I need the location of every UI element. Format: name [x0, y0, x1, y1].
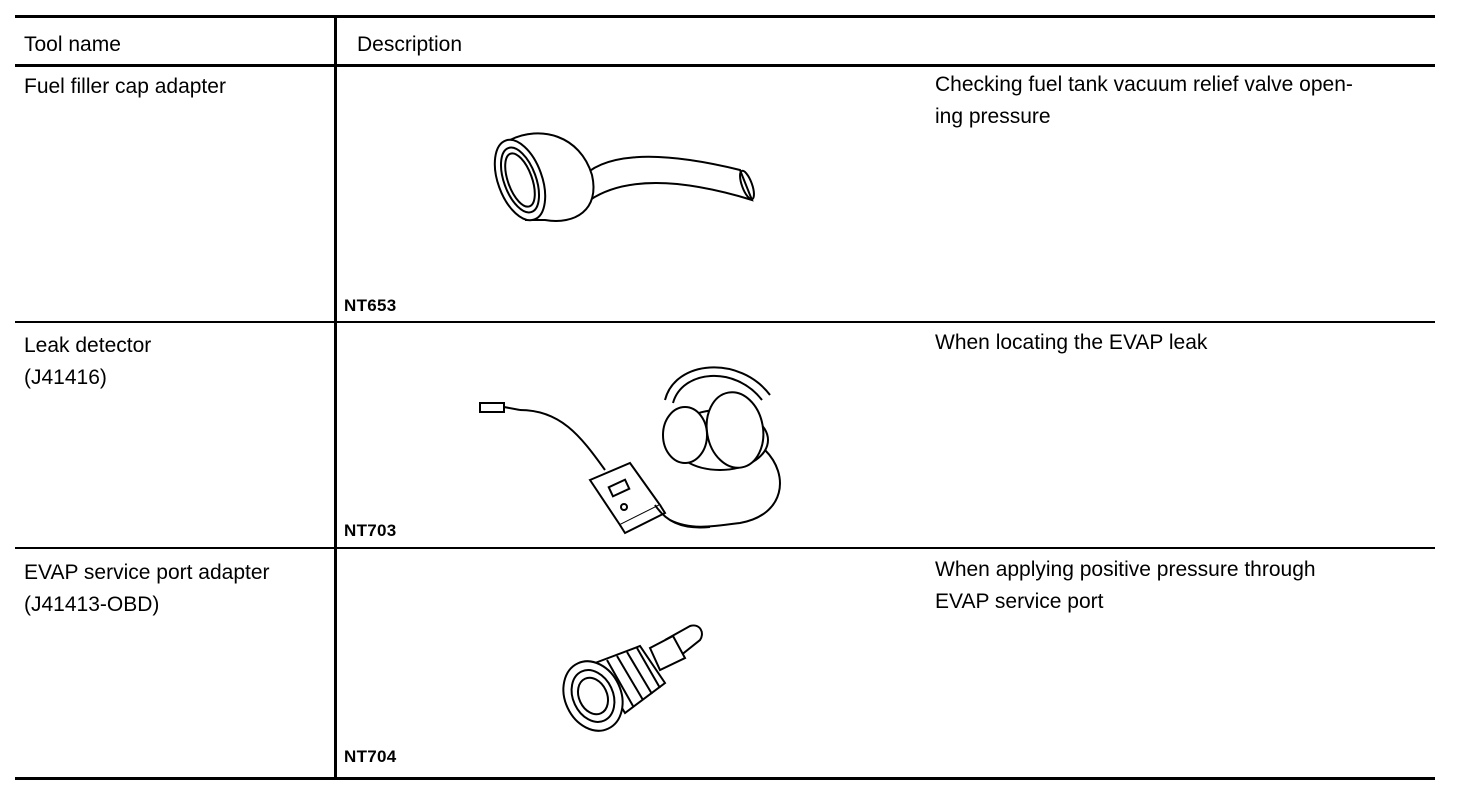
table-top-rule	[15, 15, 1435, 18]
leak-detector-icon	[479, 366, 781, 535]
fuel-filler-cap-adapter-icon	[493, 132, 755, 222]
column-divider	[334, 15, 337, 780]
header-bottom-rule	[15, 64, 1435, 67]
table-bottom-rule	[15, 777, 1435, 780]
header-description: Description	[357, 33, 463, 56]
figure-code: NT653	[344, 296, 397, 315]
figure-code: NT704	[344, 747, 397, 766]
description-line: When applying positive pressure through	[935, 558, 1316, 581]
tool-name-line: EVAP service port adapter	[24, 561, 270, 584]
evap-service-port-adapter-icon	[562, 624, 703, 732]
description-line: When locating the EVAP leak	[935, 331, 1208, 354]
row-divider-1	[15, 321, 1435, 323]
figure-code: NT703	[344, 521, 397, 540]
tool-name-line: (J41416)	[24, 366, 107, 389]
row-divider-2	[15, 547, 1435, 549]
description-line: Checking fuel tank vacuum relief valve o…	[935, 73, 1353, 96]
header-tool-name: Tool name	[24, 33, 121, 56]
tool-name-line: Fuel filler cap adapter	[24, 75, 226, 98]
description-line: EVAP service port	[935, 590, 1104, 613]
description-line: ing pressure	[935, 105, 1051, 128]
tool-name-line: Leak detector	[24, 334, 152, 357]
tool-name-line: (J41413-OBD)	[24, 593, 160, 616]
